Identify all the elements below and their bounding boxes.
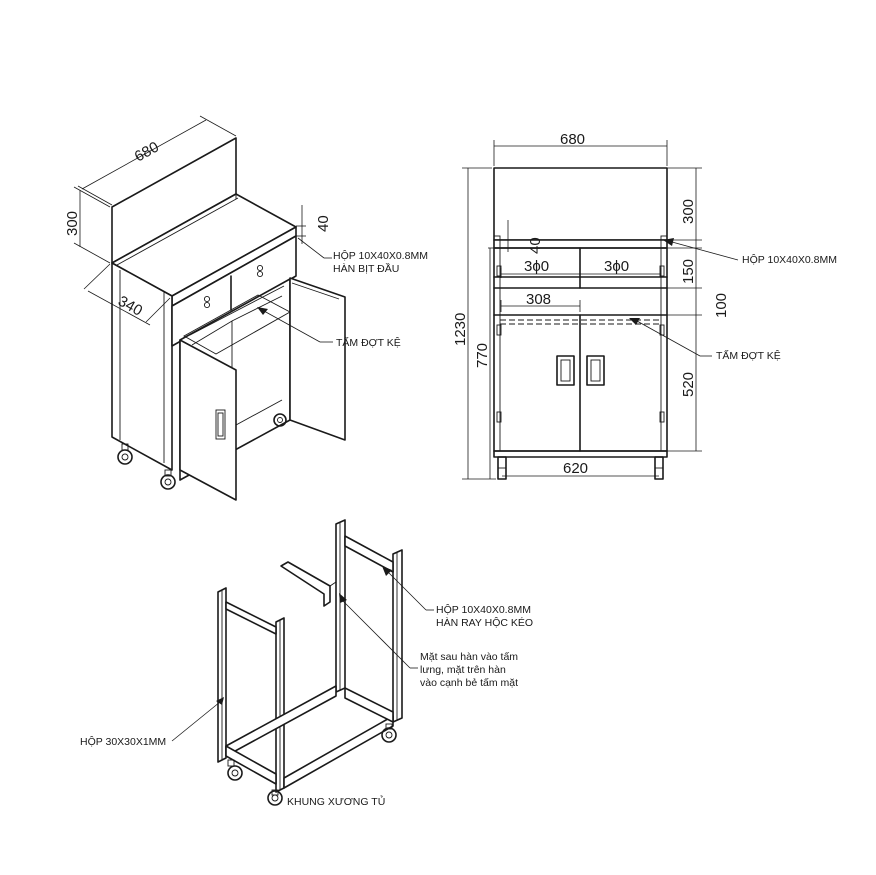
frame-leader-rail: HỘP 10X40X0.8MM HÀN RAY HỘC KÉO (382, 566, 533, 629)
frame-rail (225, 601, 277, 635)
frame-leader-back: Mặt sau hàn vào tấm lưng, mặt trên hàn v… (339, 593, 518, 689)
front-leader-box: HỘP 10X40X0.8MM (663, 238, 837, 266)
front-left-handle (556, 355, 575, 386)
front-back-panel (493, 167, 668, 241)
iso-drawer-band (171, 235, 297, 347)
front-dim-width: 680 (493, 131, 668, 166)
front-note-box: HỘP 10X40X0.8MM (742, 253, 837, 266)
iso-right-door (289, 277, 346, 441)
iso-wheel (160, 469, 176, 490)
front-dim-drawer-right-label: 3ϕ0 (604, 258, 629, 275)
front-dim-gap-label: 100 (713, 293, 730, 318)
iso-note-box-2: HÀN BỊT ĐẦU (333, 262, 399, 275)
front-dim-drawer-h-label: 150 (680, 259, 697, 284)
iso-dimension-height: 300 (64, 186, 111, 264)
frame-note-rail-1: HỘP 10X40X0.8MM (436, 603, 531, 616)
front-dim-base: 620 (502, 460, 659, 477)
front-dim-width-label: 680 (560, 131, 585, 148)
front-wheel-right (654, 456, 664, 480)
frame-view: HỘP 10X40X0.8MM HÀN RAY HỘC KÉO Mặt sau … (80, 519, 533, 808)
frame-caption: KHUNG XƯƠNG TỦ (287, 795, 385, 808)
front-view: 680 1230 770 40 3ϕ0 3ϕ0 (452, 131, 837, 480)
iso-left-panel (111, 262, 173, 471)
iso-leader-box: HỘP 10X40X0.8MM HÀN BỊT ĐẦU (297, 237, 428, 275)
iso-leader-shelf: TẤM ĐỢT KỆ (257, 307, 401, 349)
frame-note-tube: HỘP 30X30X1MM (80, 735, 166, 748)
frame-wheel (227, 759, 243, 781)
frame-leader-tube: HỘP 30X30X1MM (80, 697, 224, 748)
iso-door-handle (215, 409, 226, 440)
frame-rail (344, 535, 394, 573)
frame-note-rail-2: HÀN RAY HỘC KÉO (436, 616, 533, 629)
frame-wheel (267, 789, 283, 806)
front-note-shelf: TẤM ĐỢT KỆ (716, 349, 781, 362)
iso-dim-box-label: 40 (315, 215, 332, 232)
frame-bottom-rail (225, 745, 277, 785)
iso-note-box-1: HỘP 10X40X0.8MM (333, 249, 428, 262)
front-dim-box: 40 (503, 220, 544, 254)
front-dim-body-height-label: 770 (474, 343, 491, 368)
front-dim-body-height: 770 (474, 247, 494, 479)
frame-bottom-rail (283, 715, 394, 789)
iso-cabinet-view: 680 300 340 40 HỘP 10X40X0.8MM HÀN BỊT Đ… (64, 115, 428, 501)
front-dim-drawers: 3ϕ0 3ϕ0 (500, 258, 662, 278)
front-dim-drawer-left-label: 3ϕ0 (524, 258, 549, 275)
frame-bottom-rail (344, 687, 394, 723)
front-dim-back-height-label: 300 (680, 199, 697, 224)
iso-drawer-knob (256, 264, 264, 272)
frame-note-back-2: lưng, mặt trên hàn (420, 664, 506, 676)
iso-drawer-knob (203, 295, 211, 303)
iso-dim-width-label: 680 (132, 138, 162, 165)
front-dim-box-label: 40 (527, 237, 544, 254)
front-dim-inner: 308 (500, 291, 581, 312)
iso-note-shelf: TẤM ĐỢT KỆ (336, 336, 401, 349)
iso-wheel (273, 413, 287, 427)
iso-dimension-box: 40 (296, 205, 332, 244)
front-dim-base-label: 620 (563, 460, 588, 477)
front-top-strip (493, 239, 668, 249)
front-leader-shelf: TẤM ĐỢT KỆ (629, 318, 781, 362)
front-right-handle (586, 355, 605, 386)
frame-post (335, 519, 346, 693)
iso-left-door (179, 339, 237, 501)
iso-dim-height-label: 300 (64, 211, 81, 236)
frame-note-back-3: vào cạnh bẻ tấm mặt (420, 677, 518, 689)
frame-post (392, 549, 403, 723)
frame-note-back-1: Mặt sau hàn vào tấm (420, 651, 518, 663)
front-dim-door-h-label: 520 (680, 372, 697, 397)
front-dim-right-chain: 300 150 100 520 (667, 167, 730, 452)
frame-drawer-rail (280, 561, 331, 607)
iso-wheel (117, 443, 133, 465)
front-dim-total-height-label: 1230 (452, 313, 469, 346)
front-wheel-left (497, 456, 507, 480)
front-base (493, 450, 668, 458)
front-dim-inner-label: 308 (526, 291, 551, 308)
front-dim-total-height: 1230 (452, 167, 496, 480)
frame-wheel (381, 723, 397, 743)
